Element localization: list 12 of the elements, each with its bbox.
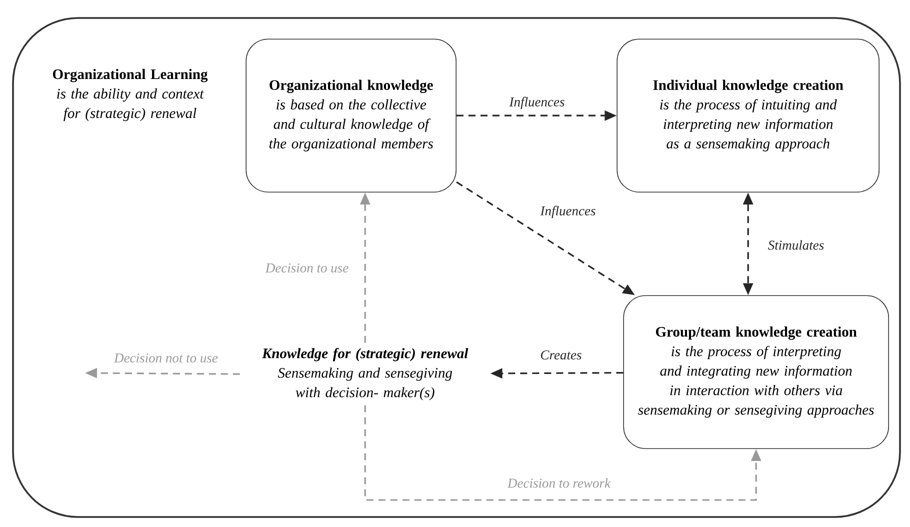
edge-label: Decision to rework: [506, 477, 612, 489]
process-box: Organizational knowledge is based on the collective and cultural knowledge of the organizational members: [246, 38, 456, 192]
edge-label: Decision to use: [264, 262, 350, 274]
edge-label: Influences: [508, 96, 566, 110]
edge-label: Decision not to use: [113, 352, 219, 364]
edge-label: Influences: [539, 204, 597, 220]
frame-heading: Organizational Learning is the ability and context for (strategic) renewal: [52, 68, 208, 122]
edge-label: Stimulates: [766, 239, 826, 251]
outcome-text: Knowledge for (strategic) renewal Sensemaking and sensegiving with decision- maker(s): [240, 343, 490, 406]
process-box: Individual knowledge creation is the process of intuiting and interpreting new information as a sensemaking approach: [616, 38, 880, 192]
edge-label: Creates: [539, 349, 583, 361]
process-box: Group/team knowledge creation is the process of interpreting and integrating new information in interaction with others via sensemaking or sensegiving approaches: [623, 295, 889, 449]
